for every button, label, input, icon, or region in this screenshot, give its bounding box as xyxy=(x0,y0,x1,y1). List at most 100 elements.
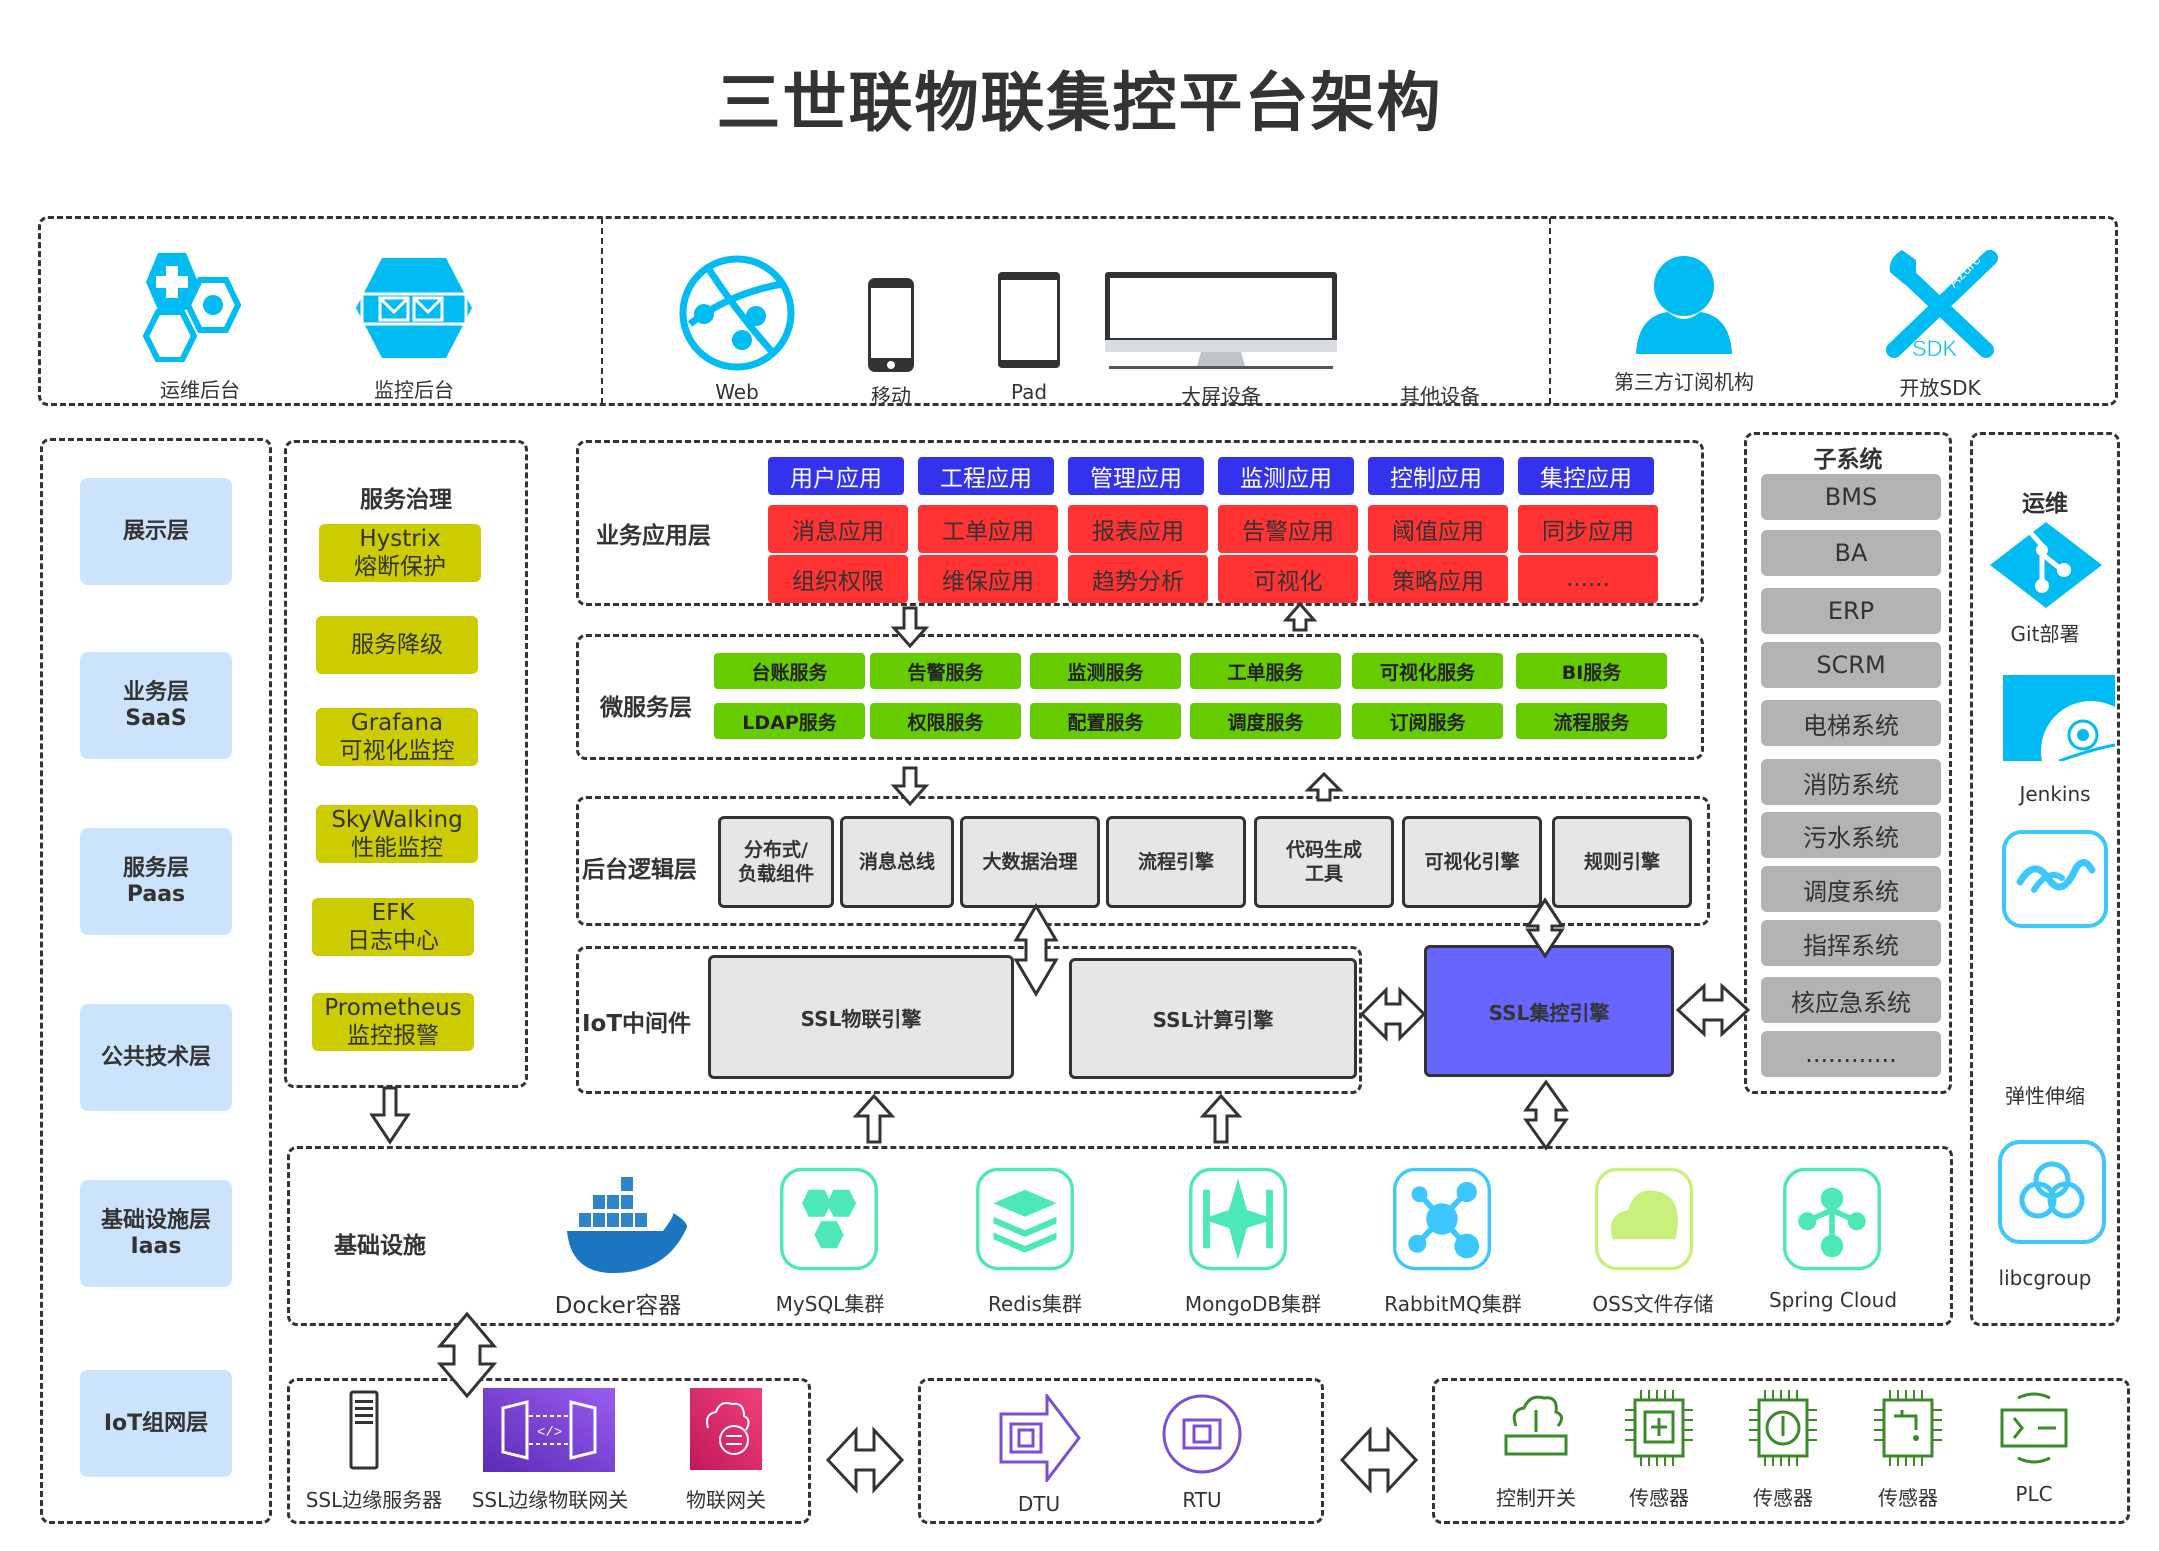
app-item[interactable]: 维保应用 xyxy=(918,555,1058,603)
logic-visual-engine[interactable]: 可视化引擎 xyxy=(1402,816,1542,908)
dtu-icon[interactable] xyxy=(997,1391,1081,1485)
oss-icon[interactable] xyxy=(1590,1165,1698,1273)
app-item[interactable]: 策略应用 xyxy=(1368,555,1508,603)
app-item[interactable]: 工单应用 xyxy=(918,505,1058,553)
sensor-gauge-icon[interactable] xyxy=(1741,1386,1825,1470)
redis-icon[interactable] xyxy=(971,1165,1079,1273)
jenkins-icon[interactable] xyxy=(2003,675,2141,801)
app-category[interactable]: 工程应用 xyxy=(918,457,1054,495)
microservice-item[interactable]: 告警服务 xyxy=(870,653,1021,689)
user-icon[interactable] xyxy=(1632,256,1736,356)
ssl-compute-engine[interactable]: SSL计算引擎 xyxy=(1069,958,1357,1079)
subsystem-item[interactable]: ............ xyxy=(1761,1031,1941,1077)
api-gateway-icon[interactable]: </> xyxy=(483,1388,615,1472)
logic-distributed[interactable]: 分布式/负载组件 xyxy=(718,816,834,908)
app-item[interactable]: 报表应用 xyxy=(1068,505,1208,553)
microservice-item[interactable]: 台账服务 xyxy=(714,653,865,689)
microservice-item[interactable]: 权限服务 xyxy=(870,703,1021,739)
field-devices-panel xyxy=(1432,1378,2130,1524)
subsystem-item[interactable]: SCRM xyxy=(1761,642,1941,688)
microservice-item[interactable]: LDAP服务 xyxy=(714,703,865,739)
logic-codegen[interactable]: 代码生成工具 xyxy=(1254,816,1394,908)
rtu-icon[interactable] xyxy=(1160,1392,1244,1476)
sensor-water-icon[interactable] xyxy=(1866,1386,1950,1470)
logic-workflow-engine[interactable]: 流程引擎 xyxy=(1106,816,1246,908)
layer-presentation[interactable]: 展示层 xyxy=(80,478,232,585)
microservice-item[interactable]: 可视化服务 xyxy=(1352,653,1503,689)
microservice-item[interactable]: BI服务 xyxy=(1516,653,1667,689)
microservice-item[interactable]: 工单服务 xyxy=(1190,653,1341,689)
control-switch-icon[interactable] xyxy=(1494,1386,1578,1470)
app-item[interactable]: 组织权限 xyxy=(768,555,908,603)
gov-degrade[interactable]: 服务降级 xyxy=(316,616,478,674)
elastic-scaling-icon[interactable] xyxy=(2000,828,2110,930)
logic-big-data[interactable]: 大数据治理 xyxy=(960,816,1100,908)
mysql-icon[interactable] xyxy=(775,1165,883,1273)
globe-web-icon[interactable] xyxy=(678,254,796,372)
microservice-item[interactable]: 调度服务 xyxy=(1190,703,1341,739)
business-app-layer-title: 业务应用层 xyxy=(596,523,711,549)
git-label: Git部署 xyxy=(2010,622,2080,646)
git-icon[interactable] xyxy=(1988,520,2104,610)
sdk-tools-icon[interactable]: Azure SDK xyxy=(1882,244,2000,361)
hexagon-mail-icon[interactable] xyxy=(352,256,476,360)
monitor-icon[interactable] xyxy=(1103,270,1339,370)
ssl-iot-engine[interactable]: SSL物联引擎 xyxy=(708,955,1014,1079)
microservice-layer-panel xyxy=(576,634,1704,760)
layer-iot-network[interactable]: IoT组网层 xyxy=(80,1370,232,1477)
app-category[interactable]: 用户应用 xyxy=(768,457,904,495)
subsystem-item[interactable]: 调度系统 xyxy=(1761,866,1941,912)
app-item[interactable]: 消息应用 xyxy=(768,505,908,553)
sensor-icon[interactable] xyxy=(1617,1386,1701,1470)
subsystem-item[interactable]: 消防系统 xyxy=(1761,759,1941,805)
rabbitmq-icon[interactable] xyxy=(1388,1165,1496,1273)
subsystem-item[interactable]: 电梯系统 xyxy=(1761,700,1941,746)
app-item[interactable]: 可视化 xyxy=(1218,555,1358,603)
app-item[interactable]: 同步应用 xyxy=(1518,505,1658,553)
app-category[interactable]: 监测应用 xyxy=(1218,457,1354,495)
microservice-item[interactable]: 配置服务 xyxy=(1030,703,1181,739)
app-category[interactable]: 控制应用 xyxy=(1368,457,1504,495)
logic-message-bus[interactable]: 消息总线 xyxy=(840,816,954,908)
tablet-icon[interactable] xyxy=(996,270,1062,370)
app-category[interactable]: 管理应用 xyxy=(1068,457,1204,495)
ssl-central-control-engine[interactable]: SSL集控引擎 xyxy=(1424,945,1674,1077)
microservice-item[interactable]: 流程服务 xyxy=(1516,703,1667,739)
microservice-item[interactable]: 监测服务 xyxy=(1030,653,1181,689)
spring-cloud-icon[interactable] xyxy=(1778,1165,1886,1273)
server-icon[interactable] xyxy=(349,1390,379,1470)
hexagon-tools-icon[interactable] xyxy=(138,250,262,363)
app-item[interactable]: 阈值应用 xyxy=(1368,505,1508,553)
mongodb-icon[interactable] xyxy=(1184,1165,1292,1273)
subsystem-item[interactable]: 指挥系统 xyxy=(1761,920,1941,966)
layer-common-tech[interactable]: 公共技术层 xyxy=(80,1004,232,1111)
docker-icon[interactable] xyxy=(563,1175,693,1275)
logic-rule-engine[interactable]: 规则引擎 xyxy=(1552,816,1692,908)
app-item[interactable]: 趋势分析 xyxy=(1068,555,1208,603)
app-category[interactable]: 集控应用 xyxy=(1518,457,1654,495)
infra-label: MySQL集群 xyxy=(775,1292,885,1316)
subsystem-item[interactable]: 核应急系统 xyxy=(1761,977,1941,1023)
microservice-item[interactable]: 订阅服务 xyxy=(1352,703,1503,739)
subsystem-item[interactable]: BA xyxy=(1761,530,1941,576)
arrow-up-icon xyxy=(852,1093,896,1144)
app-item[interactable]: ...... xyxy=(1518,555,1658,603)
ssl-central-engine-label: SSL集控引擎 xyxy=(1488,1000,1610,1025)
subsystem-item[interactable]: BMS xyxy=(1761,474,1941,520)
app-item[interactable]: 告警应用 xyxy=(1218,505,1358,553)
libcgroup-icon[interactable] xyxy=(1996,1138,2108,1246)
plc-icon[interactable] xyxy=(1992,1386,2076,1470)
mobile-phone-icon[interactable] xyxy=(866,276,916,374)
third-party-label: 第三方订阅机构 xyxy=(1614,370,1754,394)
subsystem-item[interactable]: ERP xyxy=(1761,588,1941,634)
iot-gateway-icon[interactable] xyxy=(690,1388,762,1470)
subsystem-item[interactable]: 污水系统 xyxy=(1761,812,1941,858)
